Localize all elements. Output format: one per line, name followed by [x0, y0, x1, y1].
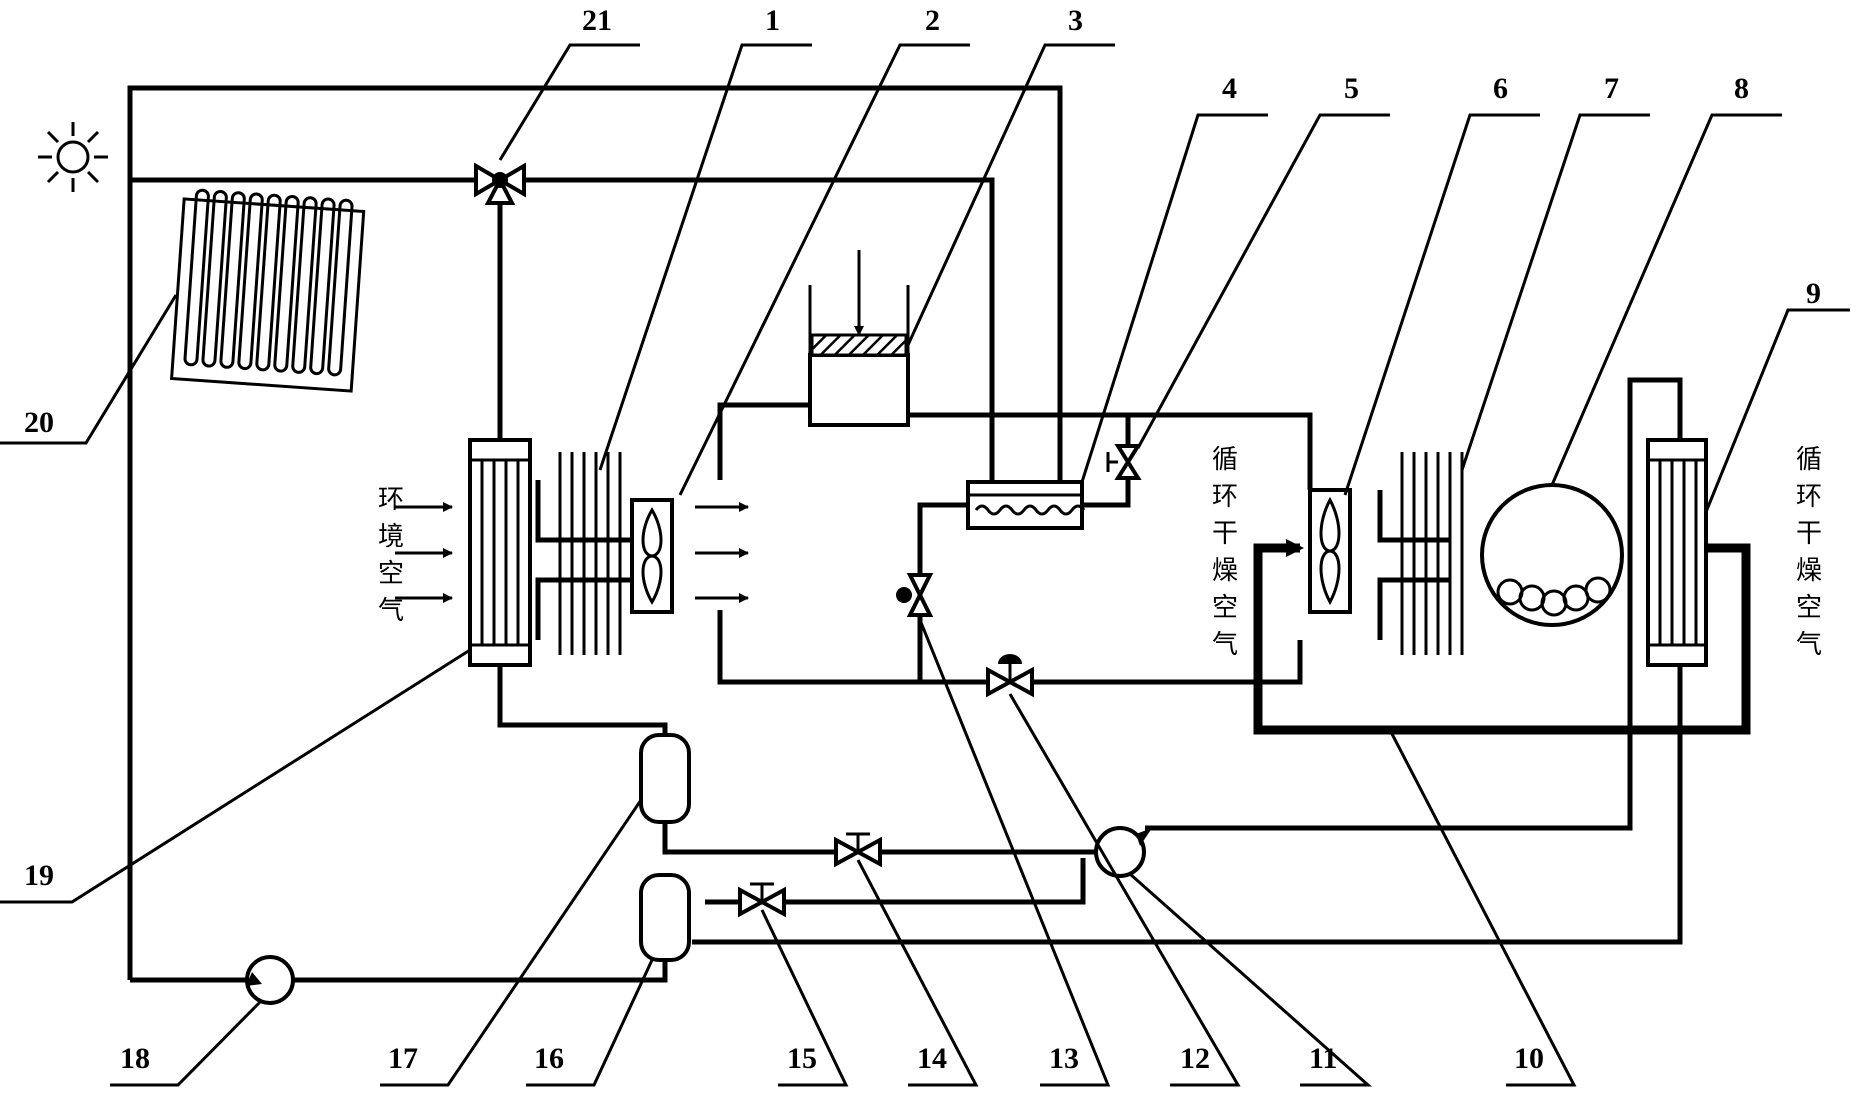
callout-12: 12 — [1008, 693, 1241, 1087]
piping — [127, 85, 1751, 983]
svg-text:6: 6 — [1493, 72, 1508, 105]
finned-heat-exchanger-7 — [1400, 452, 1464, 655]
callout-4: 4 — [1080, 72, 1268, 483]
svg-text:循: 循 — [1796, 445, 1822, 475]
callout-19: 19 — [0, 648, 471, 904]
callout-20: 20 — [0, 294, 178, 445]
callout-14: 14 — [856, 859, 979, 1087]
svg-text:7: 7 — [1604, 72, 1619, 105]
sun-icon — [38, 122, 108, 192]
svg-text:14: 14 — [917, 1042, 947, 1075]
svg-text:燥: 燥 — [1212, 556, 1238, 586]
svg-text:干: 干 — [1212, 519, 1238, 549]
svg-text:15: 15 — [787, 1042, 817, 1075]
fan-outlet-arrows — [695, 502, 749, 603]
callout-8: 8 — [1550, 72, 1782, 486]
svg-text:气: 气 — [378, 596, 404, 626]
compressor — [808, 250, 910, 427]
svg-text:干: 干 — [1796, 519, 1822, 549]
callout-13: 13 — [918, 619, 1111, 1087]
svg-text:气: 气 — [1212, 630, 1238, 660]
callouts: 21 1 2 3 4 5 6 7 — [0, 4, 1850, 1087]
plate-heat-exchanger — [966, 480, 1086, 530]
callout-1: 1 — [598, 4, 812, 471]
check-valve-5 — [1106, 444, 1142, 480]
callout-16: 16 — [526, 959, 654, 1087]
callout-17: 17 — [380, 799, 643, 1087]
svg-text:11: 11 — [1309, 1042, 1337, 1075]
fan-icon — [1308, 488, 1352, 614]
condenser — [468, 438, 532, 667]
fan-icon — [630, 498, 674, 614]
circulation-pump-11 — [1094, 826, 1152, 878]
svg-text:环: 环 — [1212, 482, 1238, 512]
stop-valve-15 — [738, 882, 786, 918]
svg-text:气: 气 — [1796, 630, 1822, 660]
expansion-valve-12 — [986, 654, 1034, 698]
svg-text:16: 16 — [534, 1042, 564, 1075]
svg-text:环: 环 — [378, 485, 404, 515]
svg-text:空: 空 — [1796, 593, 1822, 623]
callout-18: 18 — [110, 998, 264, 1087]
svg-text:1: 1 — [765, 4, 780, 37]
svg-text:9: 9 — [1806, 277, 1821, 310]
svg-text:境: 境 — [378, 522, 404, 552]
callout-3: 3 — [906, 4, 1115, 346]
drying-drum — [1480, 483, 1624, 627]
svg-text:12: 12 — [1180, 1042, 1210, 1075]
three-way-valve — [474, 162, 526, 205]
expansion-valve-13 — [896, 573, 934, 617]
svg-text:环: 环 — [1796, 482, 1822, 512]
callout-6: 6 — [1343, 72, 1540, 496]
svg-text:8: 8 — [1734, 72, 1749, 105]
callout-5: 5 — [1136, 72, 1390, 449]
svg-text:燥: 燥 — [1796, 556, 1822, 586]
callout-11: 11 — [1129, 872, 1372, 1087]
callout-15: 15 — [760, 909, 849, 1087]
finned-heat-exchanger-1 — [558, 452, 622, 655]
callout-21: 21 — [498, 4, 640, 161]
ambient-air-arrows — [395, 502, 453, 603]
svg-text:5: 5 — [1344, 72, 1359, 105]
liquid-receiver-17 — [639, 733, 691, 824]
circulating-dry-air-label-right: 循 环 干 燥 空 气 — [1796, 445, 1822, 660]
svg-text:19: 19 — [24, 859, 54, 892]
callout-9: 9 — [1704, 277, 1850, 513]
stop-valve-14 — [834, 832, 882, 868]
svg-text:18: 18 — [120, 1042, 150, 1075]
callout-2: 2 — [678, 4, 970, 496]
svg-text:20: 20 — [24, 406, 54, 439]
ambient-air-label: 环 境 空 气 — [378, 485, 404, 626]
svg-text:10: 10 — [1514, 1042, 1544, 1075]
regenerative-heat-exchanger — [1646, 438, 1708, 667]
circulation-pump-18 — [245, 955, 295, 1005]
svg-text:空: 空 — [378, 559, 404, 589]
callout-7: 7 — [1460, 72, 1650, 471]
svg-text:2: 2 — [925, 4, 940, 37]
svg-text:3: 3 — [1068, 4, 1083, 37]
callout-10: 10 — [1388, 729, 1577, 1087]
svg-text:循: 循 — [1212, 445, 1238, 475]
svg-text:空: 空 — [1212, 593, 1238, 623]
svg-text:13: 13 — [1049, 1042, 1079, 1075]
solar-collector — [169, 188, 366, 393]
svg-text:4: 4 — [1222, 72, 1237, 105]
circulating-dry-air-label-left: 循 环 干 燥 空 气 — [1212, 445, 1238, 660]
svg-text:21: 21 — [582, 4, 612, 37]
svg-text:17: 17 — [388, 1042, 418, 1075]
liquid-receiver-16 — [639, 873, 691, 962]
